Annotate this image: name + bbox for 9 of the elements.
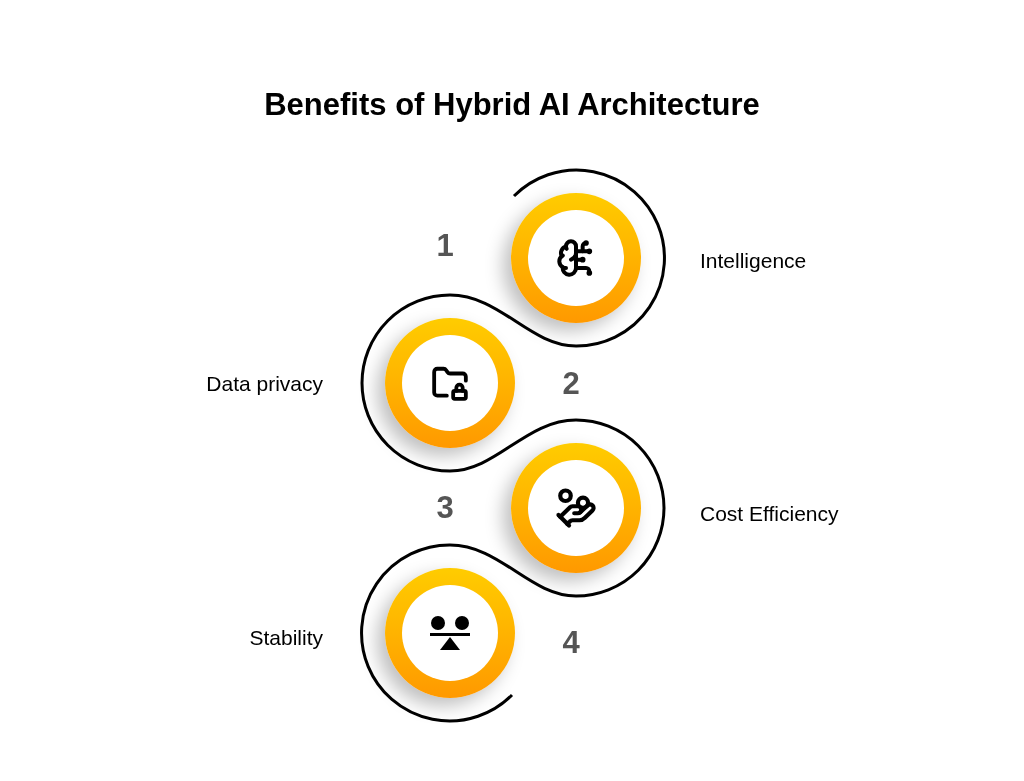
title: Benefits of Hybrid AI Architecture	[264, 86, 760, 124]
step-number: 2	[562, 367, 580, 399]
step-number: 3	[436, 491, 454, 523]
benefit-label: Cost Efficiency	[700, 502, 839, 524]
step-number: 1	[436, 229, 454, 261]
step-number: 4	[562, 626, 580, 658]
benefit-label: Stability	[249, 626, 323, 648]
benefit-label: Intelligence	[700, 249, 807, 271]
benefit-label: Data privacy	[206, 372, 323, 394]
